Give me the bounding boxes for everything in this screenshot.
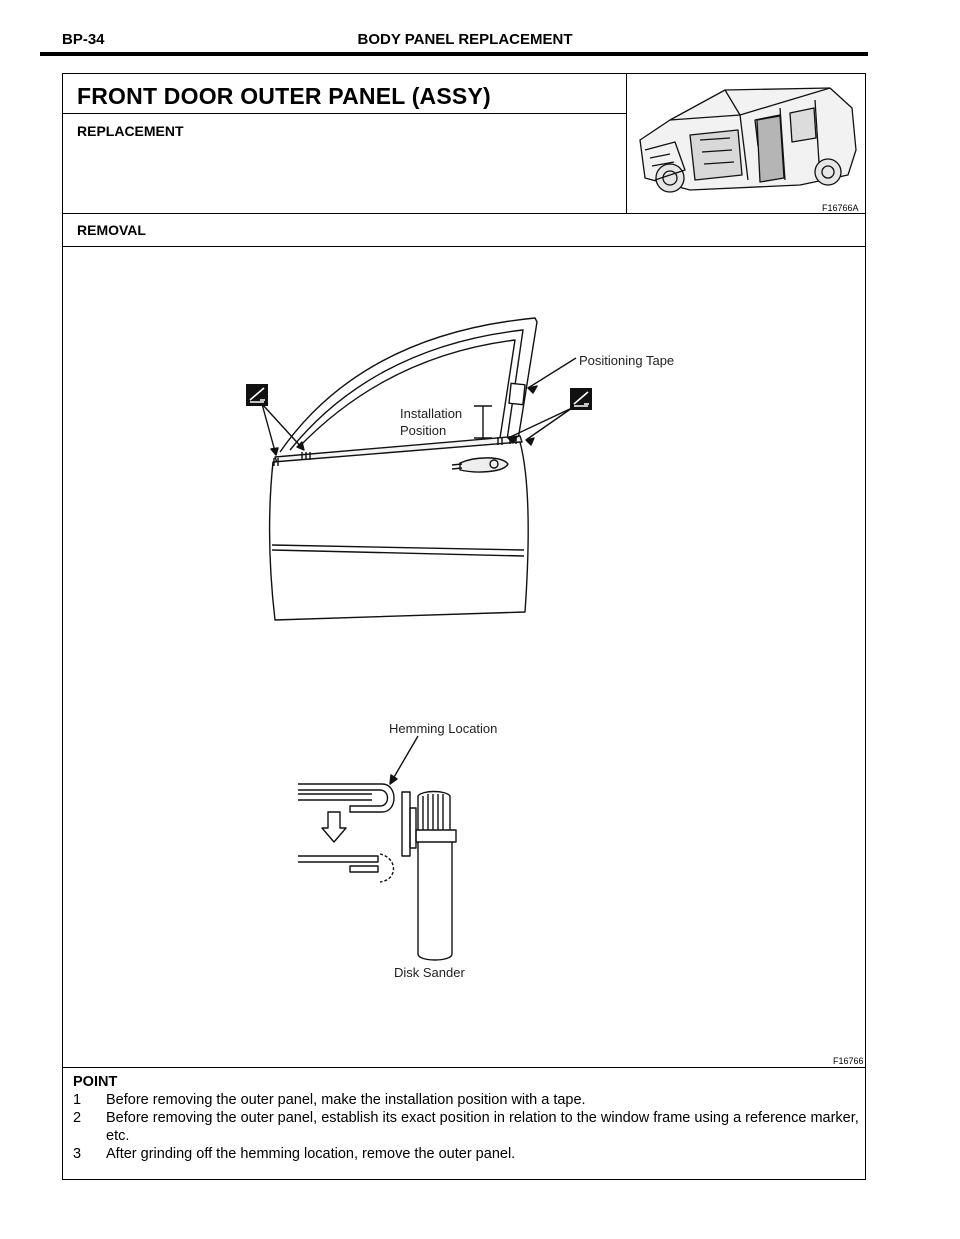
section-divider-point bbox=[62, 1067, 866, 1068]
header-rule bbox=[40, 52, 868, 56]
content-frame bbox=[62, 73, 866, 1180]
hemming-location-label: Hemming Location bbox=[389, 721, 498, 736]
section-title: BODY PANEL REPLACEMENT bbox=[357, 31, 573, 48]
hemming-illustration bbox=[298, 735, 457, 961]
list-item: 1 Before removing the outer panel, make … bbox=[73, 1091, 863, 1109]
section-divider-top bbox=[62, 213, 866, 214]
subtitle: REPLACEMENT bbox=[77, 123, 184, 139]
removal-heading: REMOVAL bbox=[77, 222, 146, 238]
disk-sander-label: Disk Sander bbox=[394, 965, 465, 980]
note-number: 1 bbox=[73, 1092, 82, 1108]
vehicle-figure-code: F16766A bbox=[822, 203, 859, 213]
position-label: Position bbox=[400, 423, 447, 438]
note-text: Before removing the outer panel, make th… bbox=[106, 1092, 586, 1108]
note-text: After grinding off the hemming location,… bbox=[106, 1146, 516, 1162]
note-number: 3 bbox=[73, 1146, 82, 1162]
section-divider-removal bbox=[62, 246, 866, 247]
vehicle-divider bbox=[626, 73, 627, 213]
figure-code: F16766 bbox=[833, 1056, 864, 1066]
vehicle-illustration bbox=[639, 87, 857, 193]
point-heading: POINT bbox=[73, 1074, 118, 1090]
list-item: 2 Before removing the outer panel, estab… bbox=[73, 1109, 863, 1145]
point-notes: POINT 1 Before removing the outer panel,… bbox=[73, 1073, 863, 1163]
page-title: FRONT DOOR OUTER PANEL (ASSY) bbox=[77, 83, 491, 109]
page-number: BP-34 bbox=[62, 31, 105, 48]
note-text: Before removing the outer panel, establi… bbox=[106, 1110, 859, 1144]
positioning-tape-label: Positioning Tape bbox=[579, 353, 675, 368]
note-number: 2 bbox=[73, 1110, 82, 1126]
grinder-icon bbox=[570, 388, 592, 410]
title-divider bbox=[62, 113, 627, 114]
installation-label: Installation bbox=[400, 406, 463, 421]
door-illustration bbox=[246, 317, 592, 621]
grinder-icon bbox=[246, 384, 268, 406]
list-item: 3 After grinding off the hemming locatio… bbox=[73, 1145, 863, 1163]
page-header: BP-34 BODY PANEL REPLACEMENT bbox=[62, 30, 868, 52]
